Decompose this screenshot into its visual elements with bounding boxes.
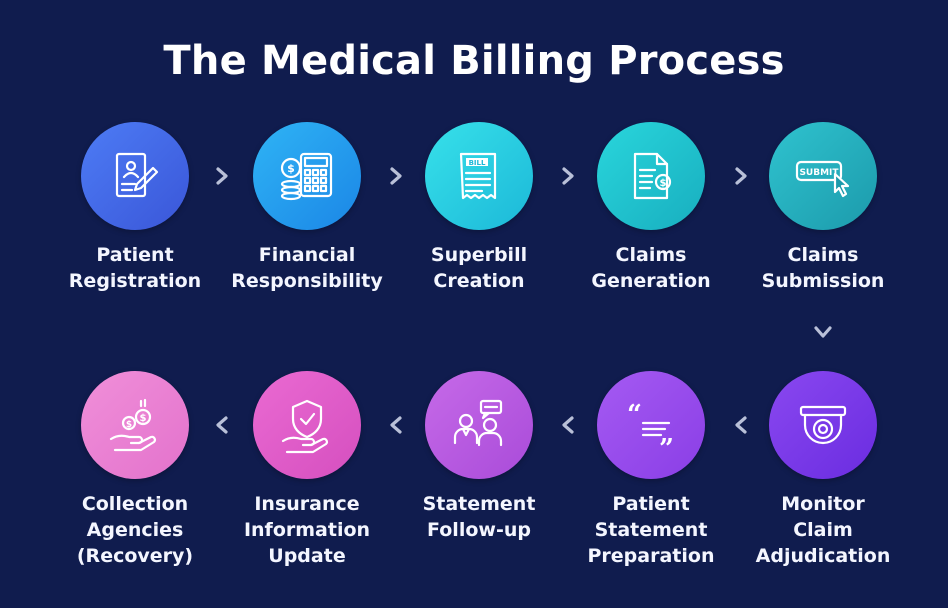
arrow-left-icon <box>730 414 752 436</box>
clipboard-pen-icon <box>115 152 159 198</box>
arrow-right-icon <box>385 165 407 187</box>
step-circle: SUBMIT <box>769 122 877 230</box>
step-statement-follow-up: Statement Follow-up <box>394 371 564 543</box>
step-label: Collection Agencies (Recovery) <box>76 493 194 567</box>
step-collection-agencies: $ $ Collection Agencies (Recovery) <box>50 371 220 569</box>
arrow-left-icon <box>385 414 407 436</box>
calculator-coins-icon: $ <box>280 152 333 201</box>
svg-text:$: $ <box>287 162 295 175</box>
step-circle <box>253 371 361 479</box>
step-circle <box>769 371 877 479</box>
step-circle: $ <box>597 122 705 230</box>
arrow-left-icon <box>557 414 579 436</box>
step-financial-responsibility: $ Financial Responsibility <box>222 122 392 294</box>
step-circle: BILL <box>425 122 533 230</box>
svg-text:$: $ <box>140 413 147 424</box>
step-label: Statement Follow-up <box>422 493 536 541</box>
step-claims-submission: SUBMIT Claims Submission <box>738 122 908 294</box>
arrow-right-icon <box>730 165 752 187</box>
svg-text:$: $ <box>660 178 667 189</box>
svg-text:$: $ <box>126 420 132 430</box>
shield-hand-icon <box>281 399 328 454</box>
step-label: Claims Submission <box>761 244 885 292</box>
step-circle: “ ” <box>597 371 705 479</box>
step-circle <box>425 371 533 479</box>
svg-text:“: “ <box>627 400 642 430</box>
step-label: Insurance Information Update <box>243 493 371 567</box>
arrow-right-icon <box>557 165 579 187</box>
arrow-right-icon <box>211 165 233 187</box>
step-label: Patient Registration <box>68 244 202 292</box>
hand-coins-icon: $ $ <box>109 398 156 452</box>
step-label: Patient Statement Preparation <box>587 493 715 567</box>
step-patient-statement-preparation: “ ” Patient Statement Preparation <box>566 371 736 569</box>
step-claims-generation: $ Claims Generation <box>566 122 736 294</box>
arrow-down-icon <box>812 321 834 343</box>
document-dollar-icon: $ <box>633 152 672 200</box>
step-insurance-information-update: Insurance Information Update <box>222 371 392 569</box>
page-title: The Medical Billing Process <box>163 38 785 84</box>
security-camera-icon <box>799 405 847 445</box>
step-label: Superbill Creation <box>430 244 528 292</box>
arrow-left-icon <box>211 414 233 436</box>
step-circle: $ <box>253 122 361 230</box>
quote-icon: “ ” <box>627 400 674 455</box>
step-circle <box>81 122 189 230</box>
svg-text:”: ” <box>659 434 674 455</box>
step-monitor-claim-adjudication: Monitor Claim Adjudication <box>738 371 908 569</box>
step-circle: $ $ <box>81 371 189 479</box>
step-label: Financial Responsibility <box>231 244 383 292</box>
step-label: Monitor Claim Adjudication <box>755 493 891 567</box>
bill-receipt-icon: BILL <box>459 152 497 200</box>
step-label: Claims Generation <box>591 244 711 292</box>
step-superbill-creation: BILL Superbill Creation <box>394 122 564 294</box>
step-patient-registration: Patient Registration <box>50 122 220 294</box>
svg-text:SUBMIT: SUBMIT <box>799 168 839 178</box>
people-chat-icon <box>453 399 503 447</box>
submit-button-icon: SUBMIT <box>795 160 850 198</box>
svg-text:BILL: BILL <box>469 159 486 167</box>
